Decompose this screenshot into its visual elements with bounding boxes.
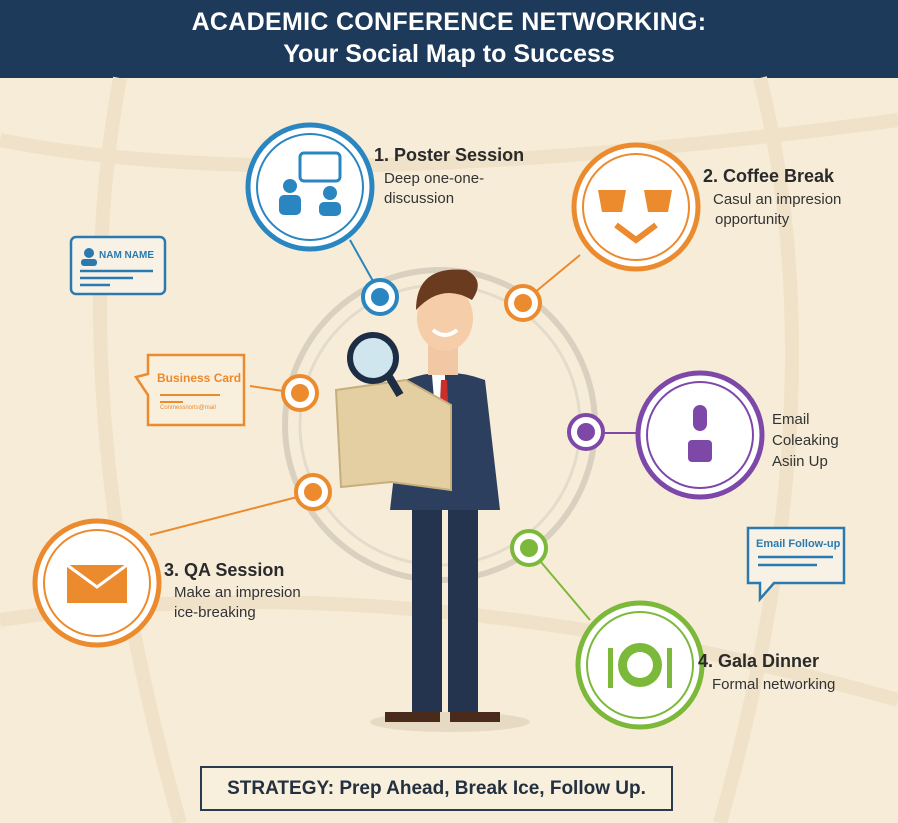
station-poster-session: 1. Poster Session Deep one-one- discussi… xyxy=(374,145,524,209)
node-green xyxy=(510,529,548,567)
email-bubble-text: Email Follow-up xyxy=(756,538,841,550)
header-banner: ACADEMIC CONFERENCE NETWORKING: Your Soc… xyxy=(0,0,898,78)
station-desc: Email xyxy=(772,411,810,428)
name-card-text: NAM NAME xyxy=(99,250,154,261)
station-desc: discussion xyxy=(384,190,455,207)
map-paper xyxy=(334,378,452,492)
business-card-title: Business Card xyxy=(157,371,242,385)
node-orange-2 xyxy=(281,374,319,412)
station-coffee-break: 2. Coffee Break Casul an impresion oppor… xyxy=(703,166,841,230)
station-desc: Deep one-one- xyxy=(384,170,485,187)
station-title: 1. Poster Session xyxy=(374,145,525,165)
node-orange-1 xyxy=(504,284,542,322)
station-qa-session: 3. QA Session Make an impresion ice-brea… xyxy=(164,560,301,623)
node-purple xyxy=(567,413,605,451)
node-orange-3 xyxy=(294,473,332,511)
title-line-2: Your Social Map to Success xyxy=(283,40,615,68)
poster-discussion-icon xyxy=(245,122,375,252)
station-title: 3. QA Session xyxy=(164,560,285,580)
strategy-banner: STRATEGY: Prep Ahead, Break Ice, Follow … xyxy=(200,766,673,811)
business-card-sub: Conmessnorts@mail xyxy=(160,405,216,411)
station-title: 2. Coffee Break xyxy=(703,166,835,186)
title-line-1: ACADEMIC CONFERENCE NETWORKING: xyxy=(191,8,707,36)
business-card xyxy=(133,353,246,427)
microphone-hand-icon xyxy=(635,370,765,500)
station-desc: Coleaking xyxy=(772,432,839,449)
station-desc: Asiin Up xyxy=(772,453,828,470)
station-desc: ice-breaking xyxy=(174,604,256,621)
station-desc: Make an impresion xyxy=(174,584,301,601)
node-blue xyxy=(361,278,399,316)
name-card xyxy=(69,235,167,296)
station-desc: Casul an impresion xyxy=(713,191,842,208)
station-email: Email Coleaking Asiin Up xyxy=(772,410,839,472)
dinner-plate-icon xyxy=(575,600,705,730)
station-desc: Formal networking xyxy=(712,676,836,693)
coffee-handshake-icon xyxy=(571,142,701,272)
magnifier-icon xyxy=(347,332,399,384)
station-desc: opportunity xyxy=(715,211,790,228)
small-nodes xyxy=(281,278,605,567)
email-bubble xyxy=(746,526,846,603)
businessman-figure xyxy=(334,269,530,732)
station-gala-dinner: 4. Gala Dinner Formal networking xyxy=(698,651,835,695)
envelope-icon xyxy=(32,518,162,648)
station-title: 4. Gala Dinner xyxy=(698,651,820,671)
